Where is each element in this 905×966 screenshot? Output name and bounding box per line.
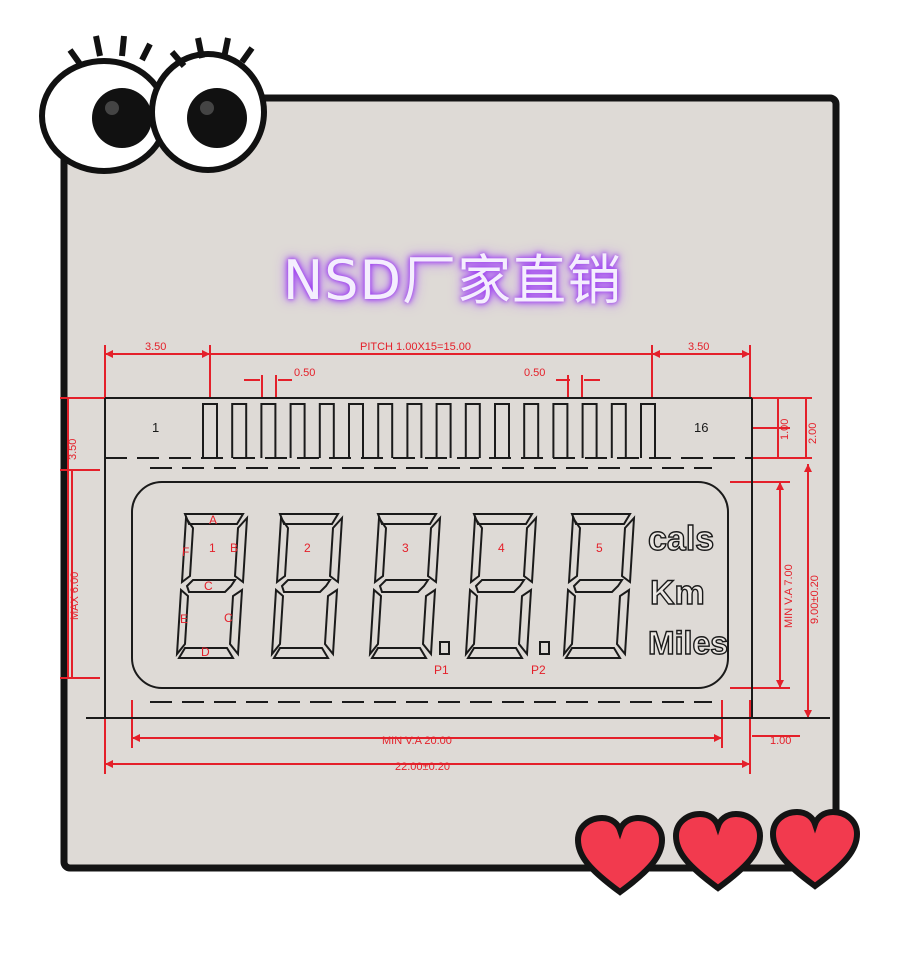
dim-left-margin: 3.50 — [145, 341, 166, 353]
segment-label-c2: C — [224, 611, 233, 625]
segment-label-a: A — [209, 513, 217, 527]
pin — [581, 403, 598, 458]
seven-segment-digit — [368, 513, 442, 659]
digit-number-label: 1 — [209, 541, 216, 555]
dim-min-va-height: MIN V.A 7.00 — [783, 564, 795, 628]
pin-label-last: 16 — [694, 420, 708, 435]
pin — [435, 403, 452, 458]
pin — [552, 403, 569, 458]
dim-min-va-width: MIN V.A 20.00 — [382, 735, 452, 747]
segment-label-d: D — [201, 645, 210, 659]
pin — [289, 403, 306, 458]
dim-pin-area-height: 2.00 — [807, 423, 819, 444]
seven-segment-digit — [464, 513, 538, 659]
unit-km: Km — [650, 574, 705, 612]
pin-row — [202, 403, 656, 458]
digit-number-label: 2 — [304, 541, 311, 555]
dimension-lines — [60, 345, 830, 774]
pin — [202, 403, 218, 458]
segment-label-b: B — [230, 541, 238, 555]
pin — [640, 403, 656, 458]
pin — [494, 403, 510, 458]
dim-pin-width-right: 0.50 — [524, 367, 545, 379]
unit-cals: cals — [648, 520, 714, 558]
dim-left-pin-zone: 3.50 — [67, 439, 79, 460]
point-label-p1: P1 — [434, 663, 449, 677]
pin — [348, 403, 364, 458]
cartoon-eyes-icon — [39, 35, 267, 174]
unit-miles: Miles — [648, 625, 728, 661]
segment-label-c: C — [204, 579, 213, 593]
dim-pin-width-left: 0.50 — [294, 367, 315, 379]
pin — [523, 403, 540, 458]
banner-title: NSD厂家直销 — [282, 249, 623, 312]
pin — [406, 403, 423, 458]
pin — [260, 403, 277, 458]
dim-max-left: MAX 6.00 — [69, 572, 81, 620]
segment-label-e: E — [180, 612, 188, 626]
dim-total-width: 22.00±0.20 — [395, 761, 450, 773]
lcd-outline — [86, 397, 830, 719]
seven-segment-digit — [175, 513, 249, 659]
seven-segment-digit — [562, 513, 636, 659]
dim-pin-height: 1.00 — [779, 419, 791, 440]
pin — [464, 403, 481, 458]
point-label-p2: P2 — [531, 663, 546, 677]
digit-number-label: 3 — [402, 541, 409, 555]
dim-right-margin: 3.50 — [688, 341, 709, 353]
dim-pitch: PITCH 1.00X15=15.00 — [360, 341, 471, 353]
segment-label-f: F — [182, 545, 189, 559]
dim-bottom-offset: 1.00 — [770, 735, 791, 747]
digit-number-label: 5 — [596, 541, 603, 555]
digit-number-label: 4 — [498, 541, 505, 555]
pin — [377, 403, 394, 458]
digit-row — [175, 513, 636, 659]
dimension-arrows — [105, 350, 812, 768]
pin-label-first: 1 — [152, 420, 159, 435]
dim-total-height: 9.00±0.20 — [809, 575, 821, 624]
decimal-points — [439, 641, 550, 655]
pin — [610, 403, 627, 458]
seven-segment-digit — [270, 513, 344, 659]
pin — [318, 403, 335, 458]
pin — [231, 403, 248, 458]
hearts-icon — [574, 808, 861, 896]
